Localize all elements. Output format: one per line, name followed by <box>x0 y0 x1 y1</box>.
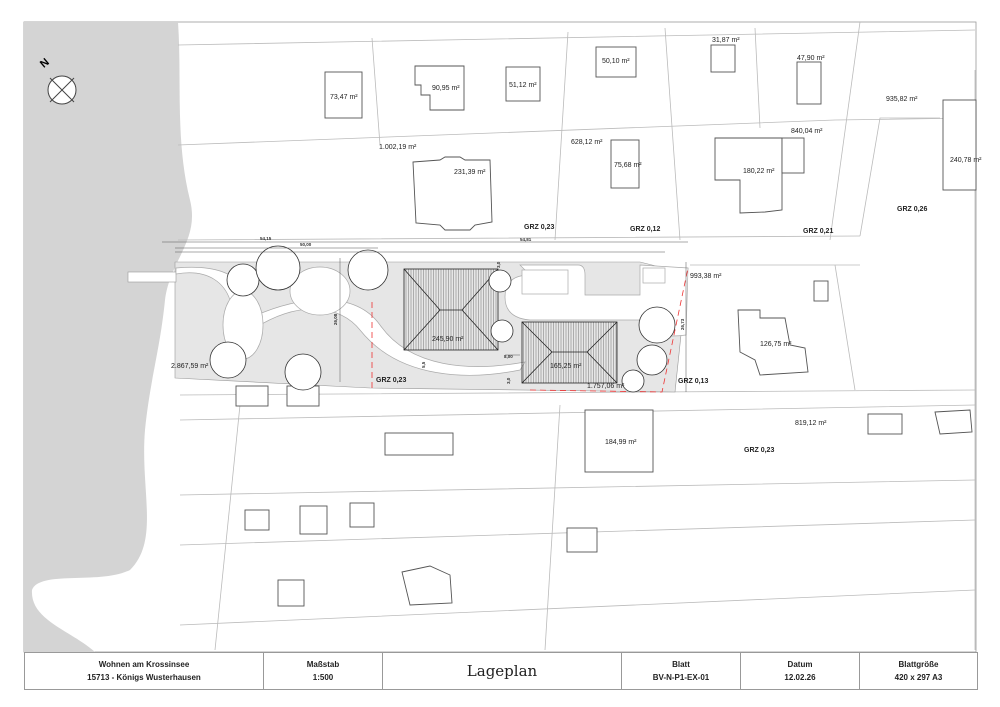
area-labels: 73,47 m² 90,95 m² 51,12 m² 50,10 m² 31,8… <box>171 37 982 446</box>
plan-label: 47,90 m² <box>797 55 825 62</box>
plan-label: GRZ 0,23 <box>744 447 774 454</box>
date-label: Datum <box>787 660 813 669</box>
drawing-title-cell: Lageplan <box>383 653 622 689</box>
dimension-lines <box>162 241 688 392</box>
plan-label: 73,47 m² <box>330 94 358 101</box>
plan-label: 1.757,06 m² <box>587 383 625 390</box>
plan-label: GRZ 0,23 <box>376 377 406 384</box>
house-a <box>403 268 499 351</box>
date-value: 12.02.26 <box>784 673 816 682</box>
date-cell: Datum 12.02.26 <box>741 653 860 689</box>
plan-label: GRZ 0,21 <box>803 228 833 235</box>
lake <box>24 22 193 652</box>
scale-cell: Maßstab 1:500 <box>264 653 383 689</box>
plan-label: 51,12 m² <box>509 82 537 89</box>
building-line <box>371 267 689 393</box>
plan-label: 165,25 m² <box>550 363 582 370</box>
plan-label: 3,0 <box>506 377 511 384</box>
plan-label: 54,81 <box>520 237 532 242</box>
scale-value: 1:500 <box>312 673 334 682</box>
plan-label: GRZ 0,13 <box>678 378 708 385</box>
size-value: 420 x 297 A3 <box>894 673 943 682</box>
plan-label: 3,0 <box>496 261 501 268</box>
project-name: Wohnen am Krossinsee <box>98 660 190 669</box>
plan-label: 819,12 m² <box>795 420 827 427</box>
plan-label: GRZ 0,23 <box>524 224 554 231</box>
size-cell: Blattgröße 420 x 297 A3 <box>860 653 977 689</box>
plan-label: 54,15 <box>260 236 272 241</box>
sheet-cell: Blatt BV-N-P1-EX-01 <box>622 653 741 689</box>
drawing-title: Lageplan <box>466 661 538 680</box>
grz-labels: GRZ 0,23 GRZ 0,12 GRZ 0,21 GRZ 0,26 GRZ … <box>376 206 927 454</box>
house-b <box>521 321 618 384</box>
plan-label: 935,82 m² <box>886 96 918 103</box>
plan-label: 1.002,19 m² <box>379 144 417 151</box>
buildings <box>235 44 977 607</box>
scale-label: Maßstab <box>306 660 340 669</box>
plan-label: 2.867,59 m² <box>171 363 209 370</box>
plan-label: 26,08 <box>333 313 338 325</box>
plan-label: 31,87 m² <box>712 37 740 44</box>
project-cell: Wohnen am Krossinsee 15713 - Königs Wust… <box>25 653 264 689</box>
plan-label: 184,99 m² <box>605 439 637 446</box>
sheet-value: BV-N-P1-EX-01 <box>652 673 710 682</box>
plan-label: GRZ 0,12 <box>630 226 660 233</box>
plan-label: 50,00 <box>300 242 312 247</box>
project-location: 15713 - Königs Wusterhausen <box>87 673 201 682</box>
plan-label: 231,39 m² <box>454 169 486 176</box>
plan-label: 240,78 m² <box>950 157 982 164</box>
plan-label: 993,38 m² <box>690 273 722 280</box>
access-path <box>127 271 177 283</box>
plan-label: 840,04 m² <box>791 128 823 135</box>
plan-label: 50,10 m² <box>602 58 630 65</box>
plan-label: 628,12 m² <box>571 139 603 146</box>
plan-label: 8,00 <box>504 354 513 359</box>
plan-label: GRZ 0,26 <box>897 206 927 213</box>
plan-label: 90,95 m² <box>432 85 460 92</box>
dimension-labels: 54,15 50,00 54,81 26,08 3,0 8,00 5,5 3,0… <box>260 236 685 384</box>
title-block: Wohnen am Krossinsee 15713 - Königs Wust… <box>24 652 978 690</box>
trees <box>209 245 676 393</box>
size-label: Blattgröße <box>898 660 939 669</box>
plan-label: 126,75 m² <box>760 341 792 348</box>
plan-label: 245,90 m² <box>432 336 464 343</box>
plan-label: 26,73 <box>680 318 685 330</box>
plan-label: 75,68 m² <box>614 162 642 169</box>
sheet-label: Blatt <box>672 660 690 669</box>
north-arrow-icon: N <box>38 56 77 105</box>
plan-label: 180,22 m² <box>743 168 775 175</box>
plan-label: 5,5 <box>421 361 426 368</box>
